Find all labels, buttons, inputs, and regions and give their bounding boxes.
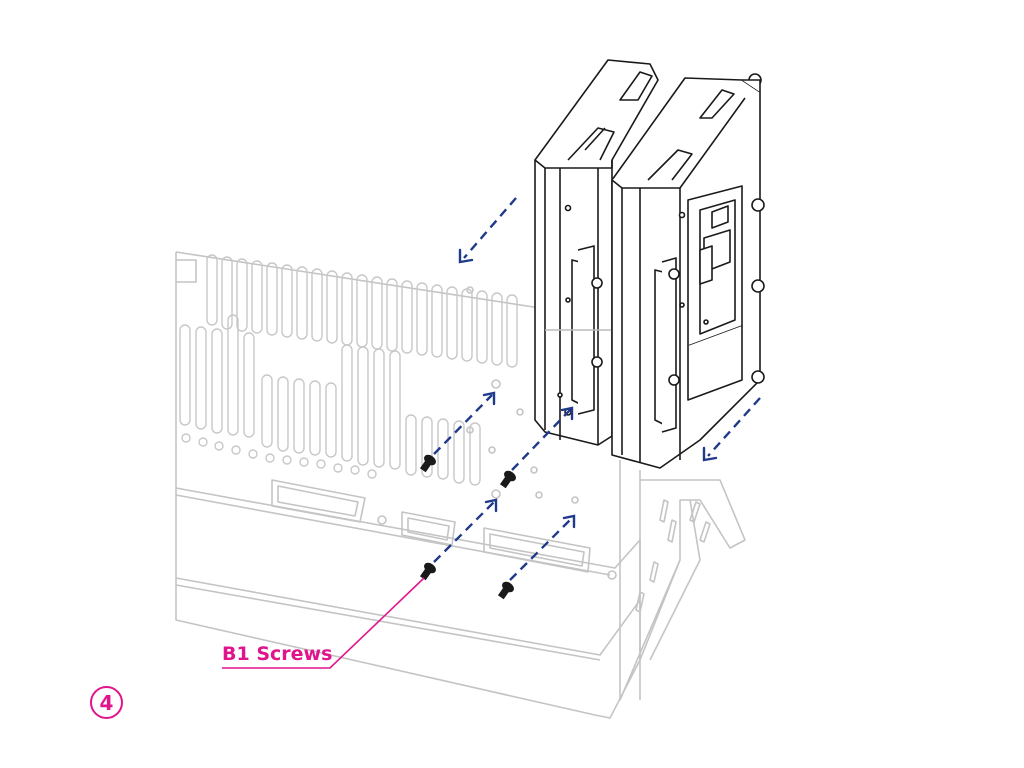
screw-1 [419,454,436,473]
screw-2 [499,470,516,489]
b1-screws [419,454,516,600]
assembly-arrows [433,197,761,581]
step-number-badge: 4 [90,686,123,719]
panel-vent-slots [179,254,518,486]
screw-3 [419,562,436,581]
battery-plate-right [611,73,765,469]
screw-4 [497,581,514,600]
arrow-heads [458,248,718,529]
base-rack-panel [175,251,746,719]
b1-screws-label: B1 Screws [222,643,333,665]
callout-leader [222,577,425,669]
